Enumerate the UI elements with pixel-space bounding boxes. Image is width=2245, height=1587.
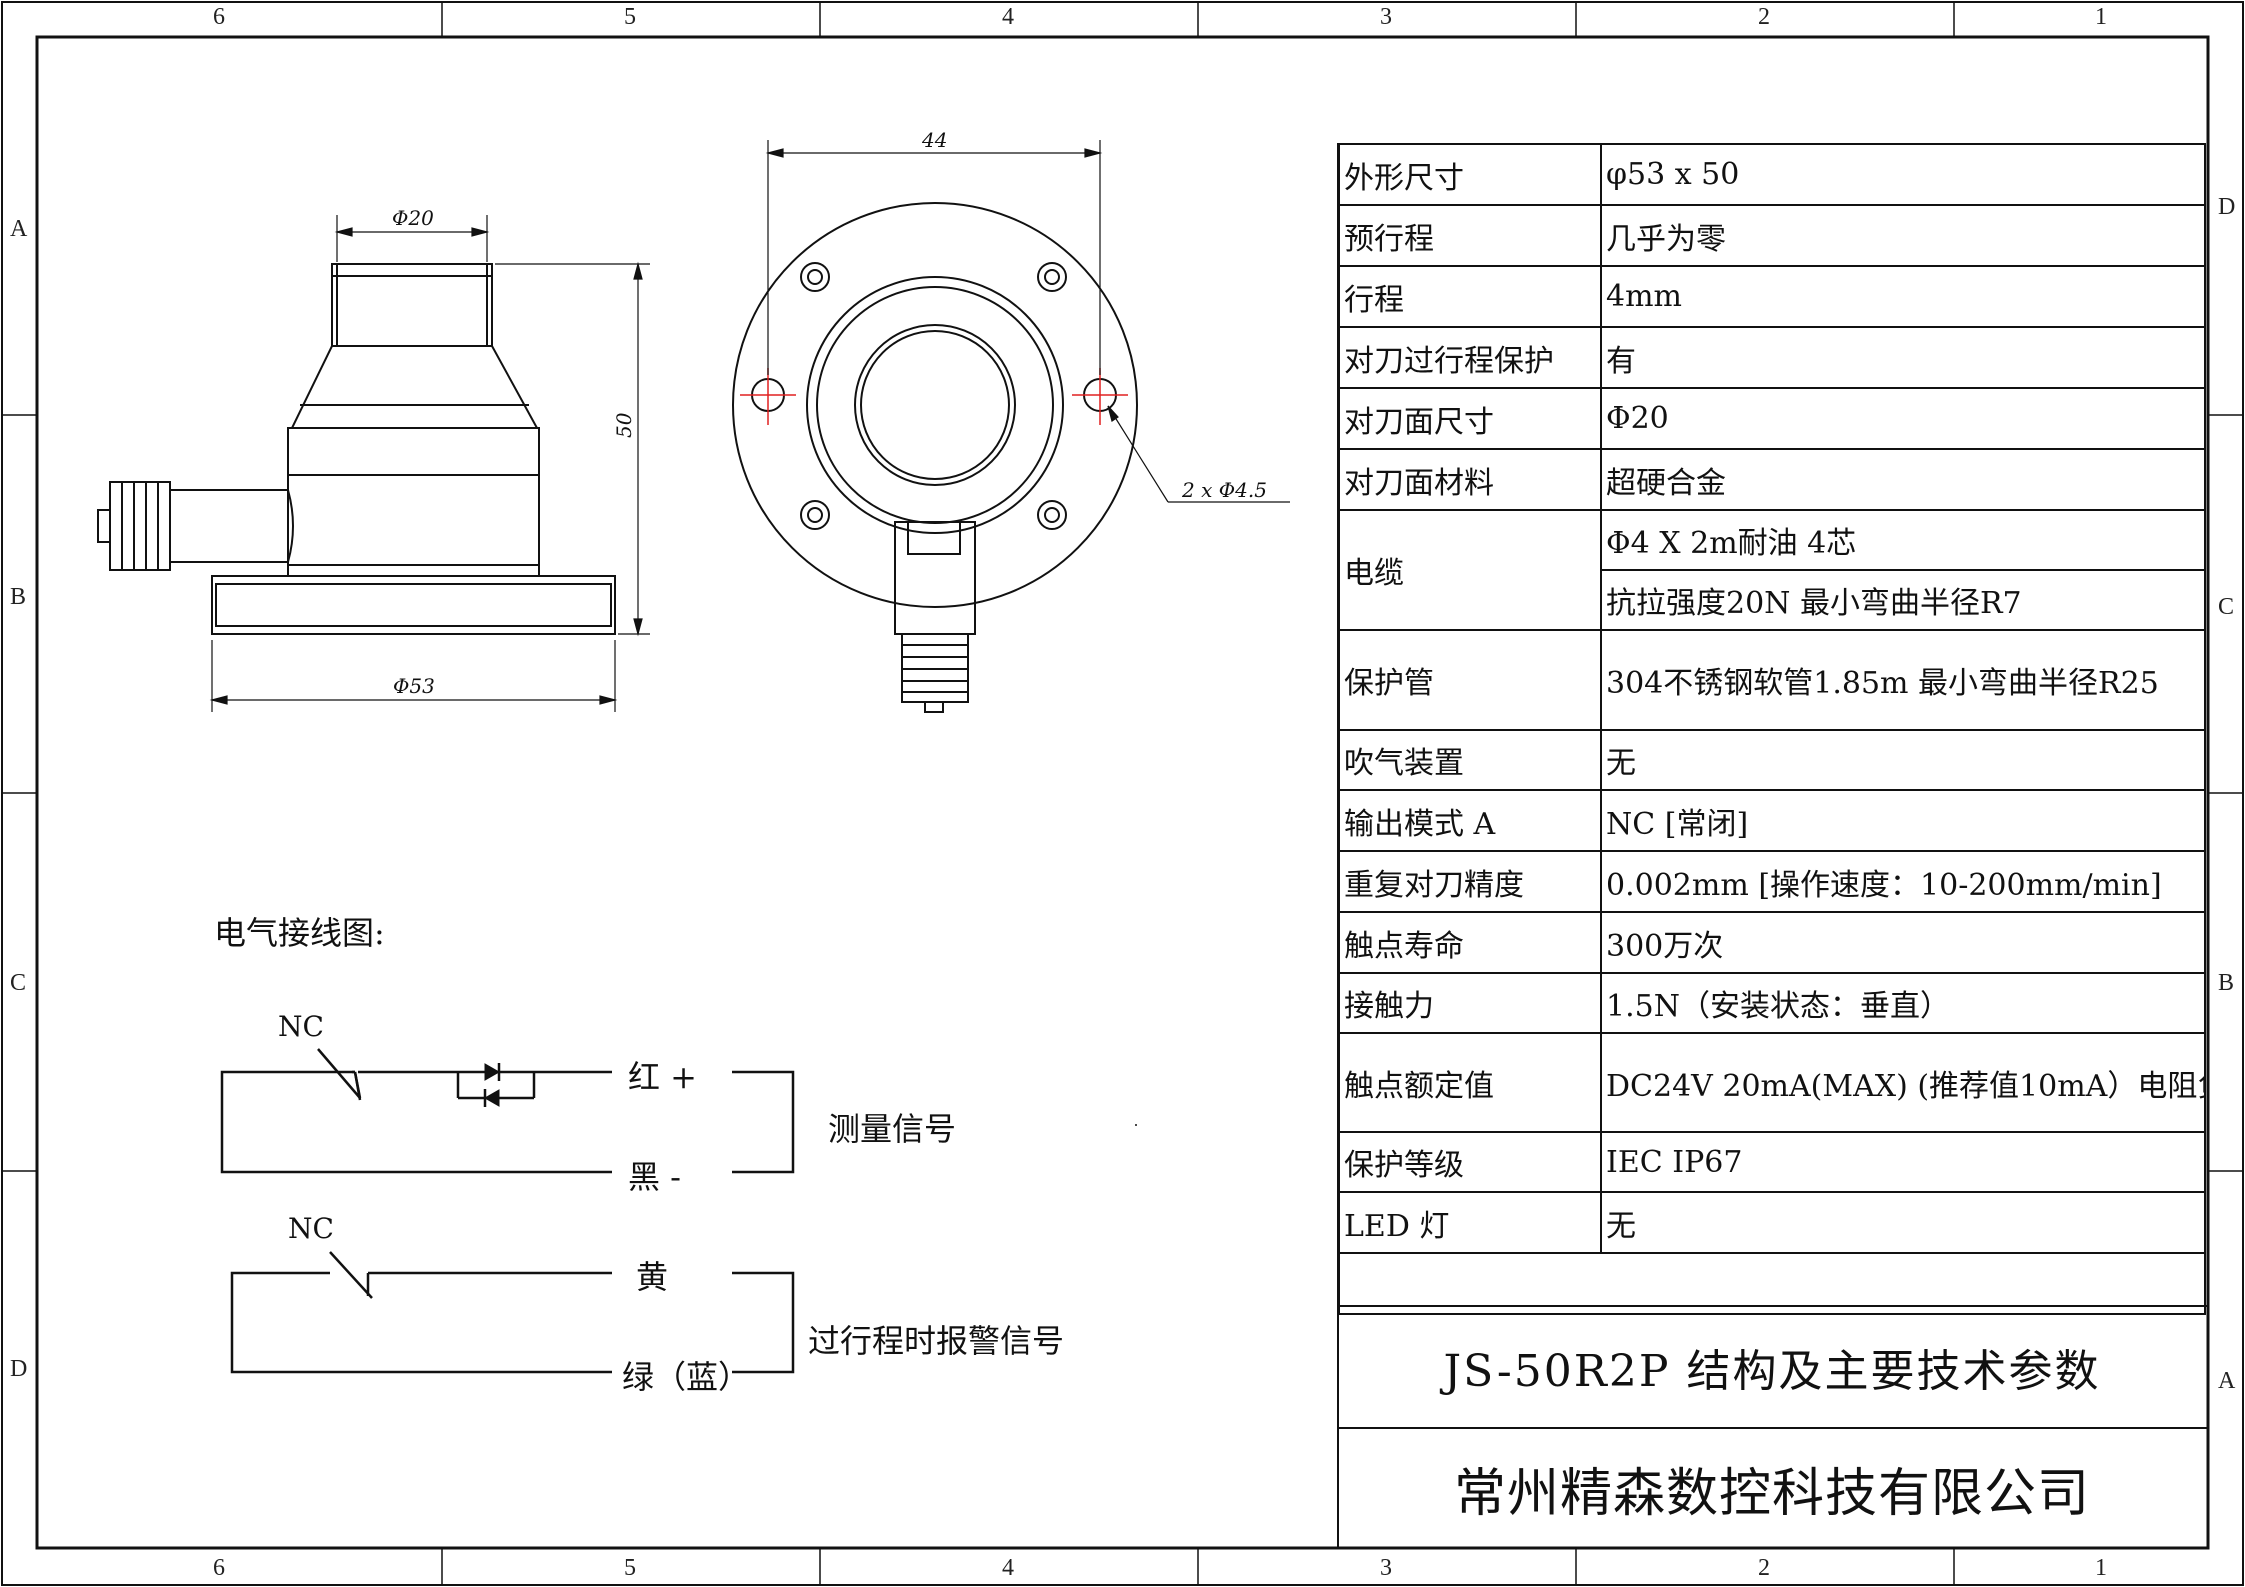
dim-base-diameter: Φ53 xyxy=(393,674,435,698)
spec-value: 几乎为零 xyxy=(1600,204,2206,267)
spec-key: 对刀面尺寸 xyxy=(1338,387,1602,450)
zone-top-5: 5 xyxy=(624,4,636,30)
spec-value: 无 xyxy=(1600,1191,2206,1254)
zone-top-3: 3 xyxy=(1380,4,1392,30)
spec-key: 保护等级 xyxy=(1338,1131,1602,1193)
spec-key: 重复对刀精度 xyxy=(1338,850,1602,913)
zone-right-d: D xyxy=(2218,194,2236,220)
drawing-title: JS-50R2P 结构及主要技术参数 xyxy=(1443,1346,2101,1397)
zone-right-a: A xyxy=(2218,1368,2236,1394)
spec-key: 对刀面材料 xyxy=(1338,448,1602,511)
spec-key: 预行程 xyxy=(1338,204,1602,267)
spec-value: 304不锈钢软管1.85m 最小弯曲半径R25 xyxy=(1600,629,2206,731)
spec-key: 触点额定值 xyxy=(1338,1032,1602,1133)
zone-bottom-6: 6 xyxy=(213,1555,225,1581)
zone-bottom-4: 4 xyxy=(1002,1555,1014,1581)
zone-right-b: B xyxy=(2218,970,2235,996)
side-view-dimensions xyxy=(209,215,650,712)
zone-bottom-5: 5 xyxy=(624,1555,636,1581)
dim-flange-width: 44 xyxy=(922,128,948,152)
zone-top-2: 2 xyxy=(1758,4,1770,30)
side-view xyxy=(97,263,616,635)
spec-value: 4mm xyxy=(1600,265,2206,328)
dim-top-diameter: Φ20 xyxy=(392,206,434,230)
spec-value: IEC IP67 xyxy=(1600,1131,2206,1193)
spec-value: Φ20 xyxy=(1600,387,2206,450)
top-view-dimensions xyxy=(765,140,1290,503)
zone-left-c: C xyxy=(10,970,27,996)
zone-bottom-3: 3 xyxy=(1380,1555,1392,1581)
top-view xyxy=(732,202,1138,713)
spec-value: 1.5N（安装状态：垂直） xyxy=(1600,972,2206,1034)
spec-key: 电缆 xyxy=(1338,509,1602,631)
zone-right-c: C xyxy=(2218,594,2235,620)
zone-top-6: 6 xyxy=(213,4,225,30)
spec-row: 预行程几乎为零 xyxy=(1338,204,2206,267)
alarm-signal-label: 过行程时报警信号 xyxy=(808,1322,1065,1360)
wiring-title: 电气接线图: xyxy=(214,914,385,952)
zone-left-b: B xyxy=(10,584,27,610)
spec-value: Φ4 X 2m耐油 4芯 xyxy=(1600,509,2206,571)
wire-green-label: 绿（蓝） xyxy=(622,1358,751,1396)
spec-key: 行程 xyxy=(1338,265,1602,328)
zone-bottom-2: 2 xyxy=(1758,1555,1770,1581)
spec-value: DC24V 20mA(MAX) (推荐值10mA）电阻负荷 xyxy=(1600,1032,2206,1133)
spec-value: 无 xyxy=(1600,729,2206,791)
spec-value: 抗拉强度20N 最小弯曲半径R7 xyxy=(1600,569,2206,631)
spec-key: 接触力 xyxy=(1338,972,1602,1034)
zone-left-a: A xyxy=(10,216,28,242)
nc-label-2: NC xyxy=(288,1212,334,1245)
spec-key: 触点寿命 xyxy=(1338,911,1602,974)
spec-key: 输出模式 A xyxy=(1338,789,1602,852)
spec-row: 对刀面材料超硬合金 xyxy=(1338,448,2206,511)
spec-row-empty xyxy=(1338,1252,2206,1315)
spec-value: 0.002mm [操作速度：10-200mm/min] xyxy=(1600,850,2206,913)
wiring-diagram xyxy=(220,1048,795,1374)
wire-red-label: 红 + xyxy=(628,1058,697,1096)
measure-signal-label: 测量信号 xyxy=(828,1110,957,1148)
zone-top-4: 4 xyxy=(1002,4,1014,30)
zone-top-1: 1 xyxy=(2095,4,2107,30)
spec-row: 对刀过行程保护有 xyxy=(1338,326,2206,389)
spec-value: 超硬合金 xyxy=(1600,448,2206,511)
spec-key: LED 灯 xyxy=(1338,1191,1602,1254)
spec-key: 吹气装置 xyxy=(1338,729,1602,791)
spec-key: 对刀过行程保护 xyxy=(1338,326,1602,389)
spec-key: 保护管 xyxy=(1338,629,1602,731)
spec-value: φ53 x 50 xyxy=(1600,143,2206,206)
hole-centerlines xyxy=(740,368,1128,425)
spec-row: LED 灯无 xyxy=(1338,1191,2206,1254)
spec-value: 300万次 xyxy=(1600,911,2206,974)
zone-left-d: D xyxy=(10,1356,28,1382)
company-name: 常州精森数控科技有限公司 xyxy=(1453,1463,2090,1524)
zone-bottom-1: 1 xyxy=(2095,1555,2107,1581)
spec-row: 抗拉强度20N 最小弯曲半径R7 xyxy=(1339,569,2206,631)
spec-value: 有 xyxy=(1600,326,2206,389)
spec-key: 外形尺寸 xyxy=(1338,143,1602,206)
spec-value: NC [常闭] xyxy=(1600,789,2206,852)
nc-label-1: NC xyxy=(278,1010,324,1043)
dim-holes: 2 x Φ4.5 xyxy=(1182,478,1267,502)
wire-yellow-label: 黄 xyxy=(636,1258,669,1296)
spec-row: 吹气装置无 xyxy=(1338,729,2206,791)
wire-black-label: 黑 - xyxy=(628,1158,681,1196)
